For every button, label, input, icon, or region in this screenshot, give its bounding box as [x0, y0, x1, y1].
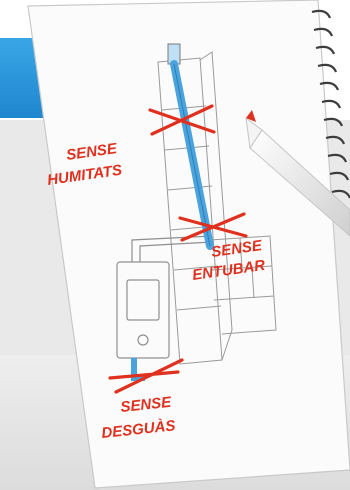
notebook-page — [28, 0, 350, 488]
